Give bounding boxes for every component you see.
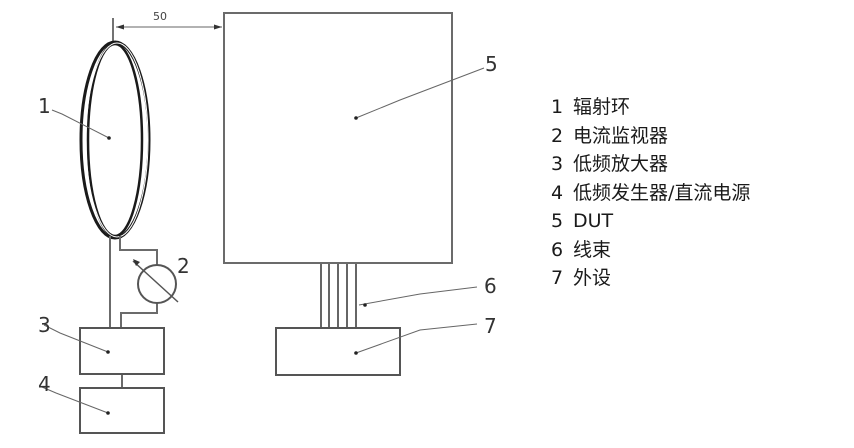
generator-box [79,387,165,434]
radiating-loop [79,40,151,240]
legend-label: 低频放大器 [573,153,669,175]
dut-box [223,12,453,264]
dimension-label: 50 [153,10,167,23]
current-monitor [132,259,179,304]
callout-4: 4 [38,372,51,396]
legend-label: 低频发生器/直流电源 [573,181,751,204]
callout-2: 2 [177,254,190,278]
callout-1: 1 [38,94,51,118]
loop-leads [109,236,158,387]
callout-5: 5 [485,52,498,76]
legend-label: 外设 [573,267,612,289]
callout-dots [106,116,367,415]
legend-label: 辐射环 [573,96,631,118]
dimension-50: 50 [112,10,222,45]
callout-leaders [41,67,485,414]
peripheral-box [275,327,401,376]
wire-harness [320,264,357,328]
legend-label: 线束 [573,238,612,261]
amplifier-box [79,327,165,375]
callout-3: 3 [38,313,51,337]
legend-label: 电流监视器 [573,124,669,147]
callout-7: 7 [484,314,497,338]
legend-label: DUT [573,210,614,232]
callout-6: 6 [484,274,497,298]
